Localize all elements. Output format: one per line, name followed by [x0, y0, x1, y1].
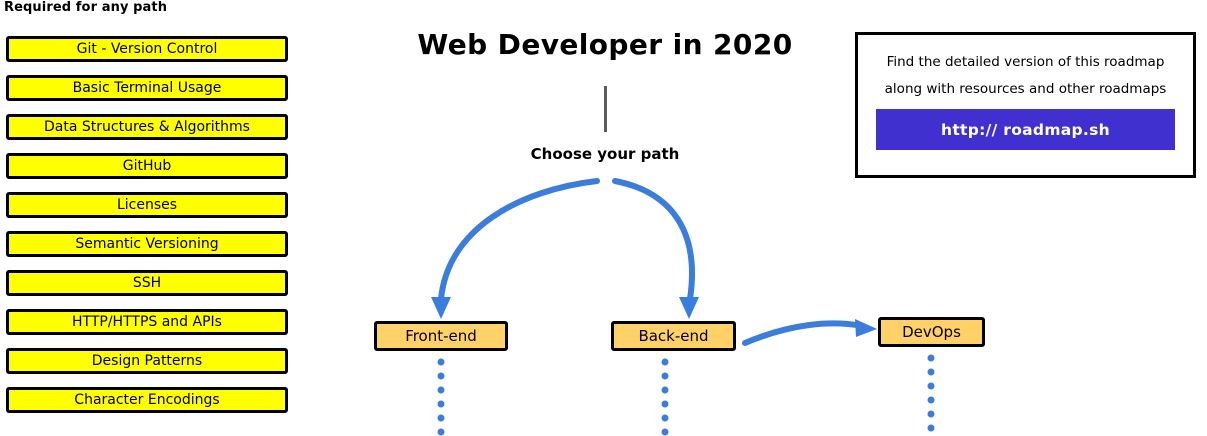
arrow-to-frontend	[438, 178, 600, 302]
required-skill-label: Character Encodings	[74, 392, 220, 408]
info-callout-box: Find the detailed version of this roadma…	[855, 32, 1196, 178]
required-skill-label: Semantic Versioning	[75, 236, 219, 252]
required-skill-item[interactable]: SSH	[6, 270, 288, 296]
required-skill-label: Licenses	[116, 197, 178, 213]
path-node-devops[interactable]: DevOps	[878, 317, 985, 347]
path-node-label: Back-end	[638, 326, 709, 345]
required-skill-label: Basic Terminal Usage	[72, 80, 222, 96]
required-skill-label: HTTP/HTTPS and APIs	[72, 314, 222, 330]
required-skill-label: Design Patterns	[91, 353, 203, 369]
dotted-stem-devops	[927, 354, 935, 432]
required-skill-item[interactable]: Character Encodings	[6, 387, 288, 413]
required-skills-panel: Required for any path Git - Version Cont…	[0, 0, 300, 436]
choose-path-label: Choose your path	[530, 145, 680, 163]
path-node-label: DevOps	[902, 322, 961, 341]
required-skill-label: Data Structures & Algorithms	[44, 119, 250, 135]
page-title: Web Developer in 2020	[417, 28, 793, 61]
required-skills-heading: Required for any path	[4, 0, 168, 15]
dotted-stem-frontend	[437, 358, 445, 436]
arrow-backend-to-devops	[742, 320, 865, 346]
required-skills-list: Git - Version Control Basic Terminal Usa…	[6, 36, 288, 426]
required-skill-item[interactable]: Design Patterns	[6, 348, 288, 374]
required-skill-item[interactable]: Semantic Versioning	[6, 231, 288, 257]
info-text-line-1: Find the detailed version of this roadma…	[886, 54, 1165, 70]
required-skill-item[interactable]: HTTP/HTTPS and APIs	[6, 309, 288, 335]
required-skill-item[interactable]: GitHub	[6, 153, 288, 179]
arrow-to-backend	[612, 178, 695, 302]
required-skill-item[interactable]: Data Structures & Algorithms	[6, 114, 288, 140]
arrow-backend-to-devops-head	[855, 319, 877, 337]
required-skill-item[interactable]: Git - Version Control	[6, 36, 288, 62]
roadmap-link-button[interactable]: http:// roadmap.sh	[876, 109, 1175, 150]
info-text-line-2: along with resources and other roadmaps	[884, 81, 1167, 97]
required-skill-item[interactable]: Basic Terminal Usage	[6, 75, 288, 101]
title-connector-line	[604, 86, 607, 132]
required-skill-label: Git - Version Control	[76, 41, 218, 57]
path-node-label: Front-end	[405, 326, 477, 345]
required-skill-item[interactable]: Licenses	[6, 192, 288, 218]
arrow-to-frontend-head	[431, 297, 451, 319]
dotted-stem-backend	[661, 358, 669, 436]
arrow-to-backend-head	[679, 297, 699, 319]
required-skill-label: GitHub	[122, 158, 172, 174]
path-node-backend[interactable]: Back-end	[611, 321, 736, 351]
path-node-frontend[interactable]: Front-end	[374, 321, 508, 351]
required-skill-label: SSH	[132, 275, 162, 291]
roadmap-link-label: http:// roadmap.sh	[941, 120, 1110, 139]
